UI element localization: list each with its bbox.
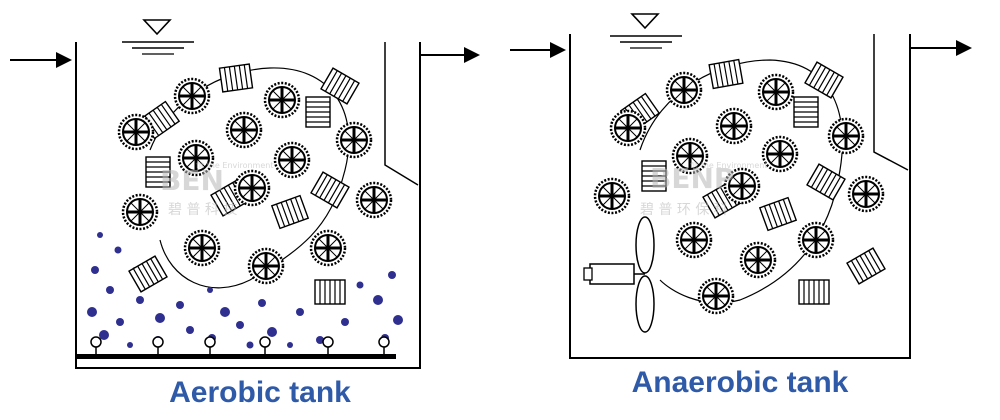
aerobic-tank-label: Aerobic tank xyxy=(169,376,351,409)
svg-text:碧 普 环 保 科: 碧 普 环 保 科 xyxy=(640,202,728,218)
flow-in-arrow-icon xyxy=(10,52,72,68)
svg-text:BEN: BEN xyxy=(160,164,224,197)
aerobic-tank: BEN fit the Environment 碧 普 科 技 xyxy=(10,19,480,369)
water-level-icon xyxy=(122,19,194,55)
mixer-icon xyxy=(583,216,655,333)
flow-out-arrow-icon xyxy=(420,47,480,63)
anaerobic-tank-label: Anaerobic tank xyxy=(631,366,849,399)
svg-text:fit the Environment: fit the Environment xyxy=(690,161,767,170)
aerator-icon xyxy=(76,336,396,359)
flow-out-arrow-icon xyxy=(910,40,972,56)
svg-text:BENP: BENP xyxy=(650,162,734,195)
svg-text:fit the Environment: fit the Environment xyxy=(196,161,273,170)
watermark: BEN fit the Environment 碧 普 科 技 xyxy=(160,161,273,218)
watermark: BENP fit the Environment 碧 普 环 保 科 xyxy=(640,161,767,218)
flow-in-arrow-icon xyxy=(510,42,566,58)
svg-text:碧 普 科 技: 碧 普 科 技 xyxy=(168,202,237,218)
anaerobic-tank: BENP fit the Environment 碧 普 环 保 科 xyxy=(510,13,972,359)
air-bubble-icon xyxy=(87,232,403,349)
water-level-icon xyxy=(610,13,682,49)
